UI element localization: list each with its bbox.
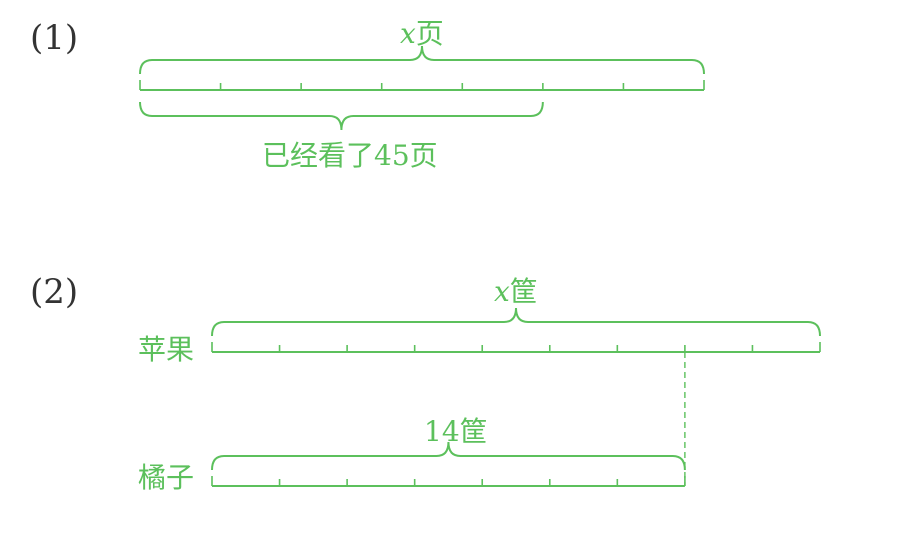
problem-1-number: (1) — [30, 18, 79, 58]
problem-1-total-unit: 页 — [415, 17, 444, 50]
problem-1-total-variable: x — [400, 17, 416, 50]
problem-1-total-label: x页 — [400, 12, 444, 52]
apple-total-brace — [211, 307, 821, 337]
orange-total-brace — [211, 441, 686, 471]
problem-1-read-label: 已经看了45页 — [262, 139, 438, 172]
apple-row-label: 苹果 — [138, 333, 195, 366]
problem-2-number: (2) — [30, 272, 79, 312]
problem-2-total-variable: x — [494, 275, 510, 308]
orange-row-label: 橘子 — [138, 461, 195, 494]
orange-count-label: 14筐 — [424, 415, 488, 448]
problem-2-total-label: x筐 — [494, 270, 538, 310]
book-read-brace — [139, 101, 544, 131]
book-total-brace — [139, 45, 705, 75]
problem-2-total-unit: 筐 — [509, 275, 538, 308]
